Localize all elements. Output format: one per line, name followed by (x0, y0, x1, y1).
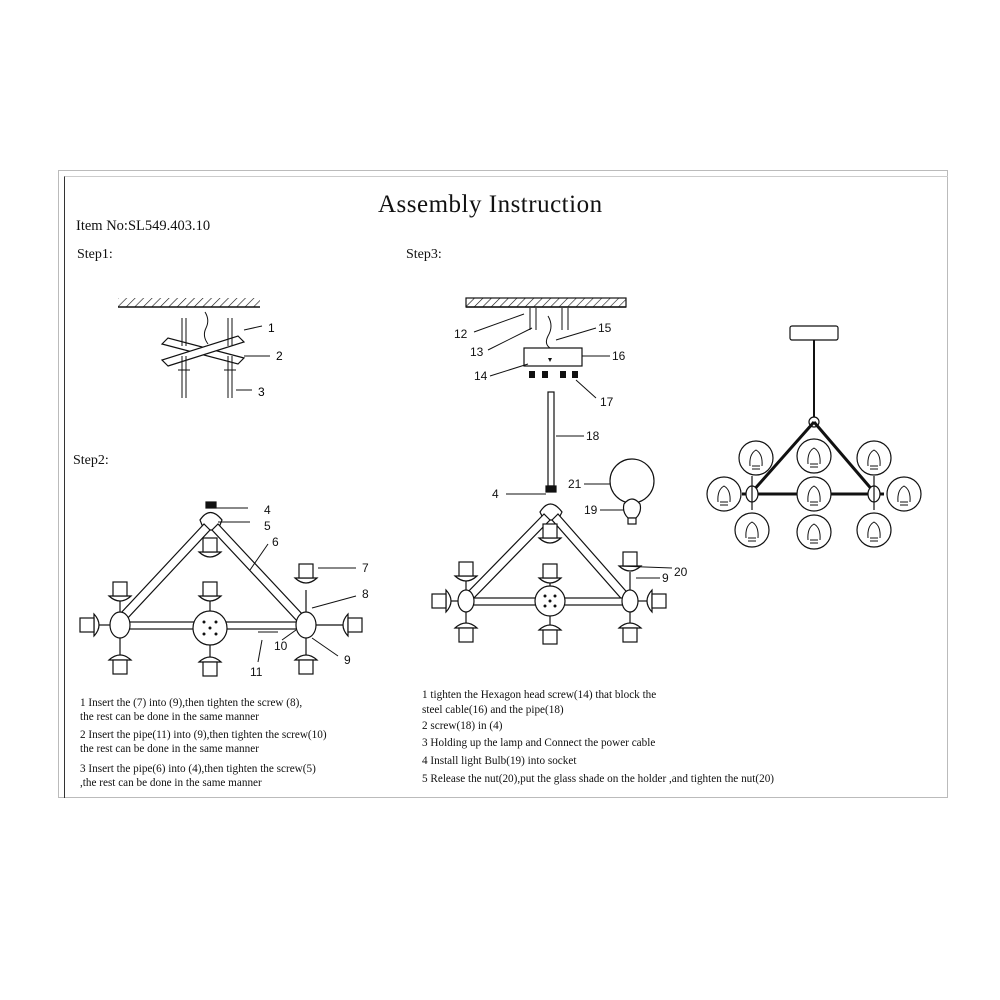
callout-4: 4 (264, 503, 271, 517)
step1-label: Step1: (77, 247, 113, 262)
right-instruction-3: 3 Holding up the lamp and Connect the po… (422, 737, 656, 749)
left-instruction-2b: the rest can be done in the same manner (80, 743, 259, 755)
callout-11: 11 (250, 665, 263, 679)
right-instruction-1a: 1 tighten the Hexagon head screw(14) tha… (422, 689, 657, 701)
callout-8: 8 (362, 587, 369, 601)
callout-9-step3: 9 (662, 571, 669, 585)
callout-9: 9 (344, 653, 351, 667)
finished-lamp-globes (706, 438, 922, 550)
left-instruction-3b: ,the rest can be done in the same manner (80, 777, 262, 789)
step2-leaders (216, 507, 357, 663)
step3-diagram (446, 297, 652, 626)
step1-diagram: 1 2 3 (118, 298, 283, 399)
step2-diagram (96, 501, 346, 658)
left-instruction-1a: 1 Insert the (7) into (9),then tighten t… (80, 697, 303, 709)
item-number: Item No:SL549.403.10 (76, 218, 211, 234)
page-title: Assembly Instruction (378, 191, 603, 218)
callout-18: 18 (586, 429, 600, 443)
right-instruction-5: 5 Release the nut(20),put the glass shad… (422, 773, 775, 785)
callout-6: 6 (272, 535, 279, 549)
right-instruction-1b: steel cable(16) and the pipe(18) (422, 704, 564, 716)
callout-3: 3 (258, 385, 265, 399)
callout-21: 21 (568, 477, 582, 491)
right-instruction-4: 4 Install light Bulb(19) into socket (422, 755, 577, 767)
callout-17: 17 (600, 395, 614, 409)
sheet-frame-outer (58, 170, 948, 798)
glass-shade-part (609, 458, 655, 504)
callout-15: 15 (598, 321, 612, 335)
callout-13: 13 (470, 345, 484, 359)
callout-16: 16 (612, 349, 626, 363)
callout-20: 20 (674, 565, 688, 579)
left-instruction-1b: the rest can be done in the same manner (80, 711, 259, 723)
callout-12: 12 (454, 327, 468, 341)
callout-7: 7 (362, 561, 369, 575)
callout-19: 19 (584, 503, 598, 517)
sheet-frame-inner (64, 176, 948, 798)
step3-cups (431, 523, 667, 645)
step2-label: Step2: (73, 453, 109, 468)
step3-leaders (473, 313, 673, 579)
callout-2: 2 (276, 349, 283, 363)
step3-label: Step3: (406, 247, 442, 262)
callout-10: 10 (274, 639, 288, 653)
left-instruction-3a: 3 Insert the pipe(6) into (4),then tight… (80, 763, 316, 775)
callout-4-step3: 4 (492, 487, 499, 501)
right-instruction-2: 2 screw(18) in (4) (422, 720, 503, 732)
callout-1: 1 (268, 321, 275, 335)
step2-cups (79, 537, 363, 677)
left-instruction-2a: 2 Insert the pipe(11) into (9),then tigh… (80, 729, 327, 741)
callout-5: 5 (264, 519, 271, 533)
light-bulb-part (622, 498, 642, 525)
callout-14: 14 (474, 369, 488, 383)
